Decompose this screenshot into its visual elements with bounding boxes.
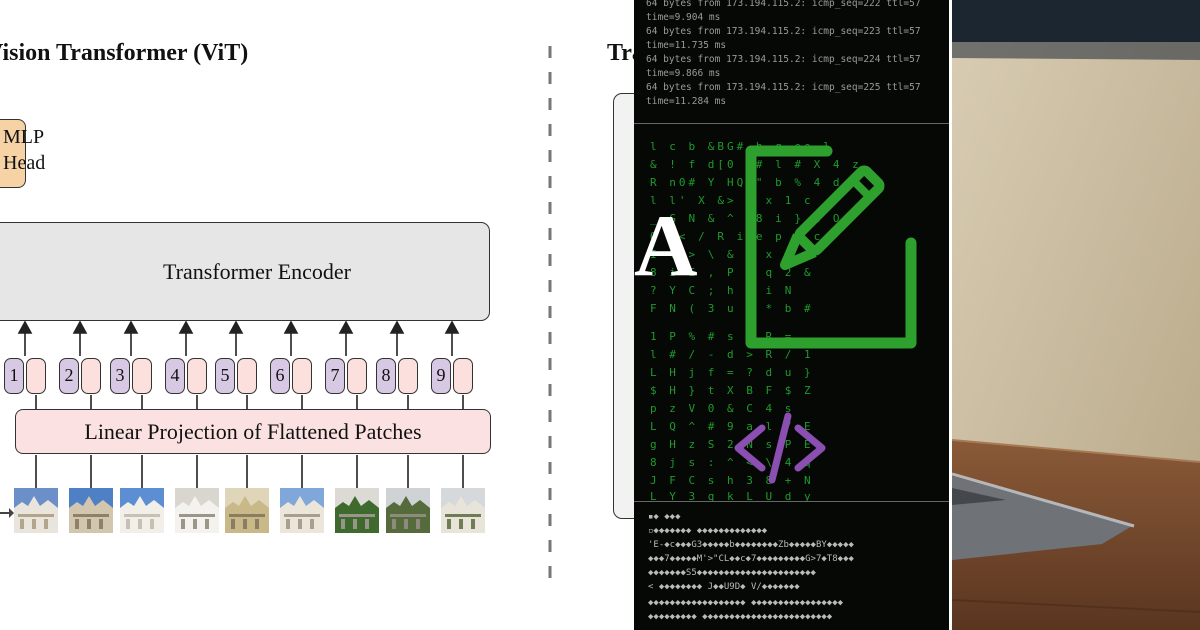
position-embedding-5: 5 [215,358,235,394]
code-brackets-icon [734,412,826,484]
position-embedding-3: 3 [110,358,130,394]
image-patch-5 [225,488,269,533]
arrow-head [444,320,460,334]
patch-embedding-1 [26,358,46,394]
right-diagram-title: Transformer Encoder [607,40,634,66]
position-embedding-7: 7 [325,358,345,394]
image-patch-6 [280,488,324,533]
terminal-line: time=11.284 ms [646,96,727,107]
position-embedding-1: 1 [4,358,24,394]
terminal-line: 64 bytes from 173.194.115.2: icmp_seq=22… [646,0,921,9]
transformer-encoder-label: Transformer Encoder [163,258,351,284]
image-patch-4 [175,488,219,533]
mlp-head-label: MLP Head [3,126,46,174]
image-patch-1 [14,488,58,533]
image-patch-3 [120,488,164,533]
terminal-line: 64 bytes from 173.194.115.2: icmp_seq=22… [646,54,921,65]
terminal-line: time=9.866 ms [646,68,721,79]
arrow-head [228,320,244,334]
terminal-line: time=9.904 ms [646,12,721,23]
transformer-encoder-box: Transformer Encoder [0,222,490,321]
arrow-head [72,320,88,334]
terminal-line: time=11.735 ms [646,40,727,51]
patch-embedding-9 [453,358,473,394]
linear-projection-label: Linear Projection of Flattened Patches [84,418,422,444]
terminal-line: 64 bytes from 173.194.115.2: icmp_seq=22… [646,82,921,93]
vit-diagram-panel: Vision Transformer (ViT) MLP Head Transf… [0,40,634,592]
divider-line [634,123,949,124]
arrow-head [178,320,194,334]
terminal-line: 64 bytes from 173.194.115.2: icmp_seq=22… [646,26,921,37]
arrow-head [389,320,405,334]
position-embedding-2: 2 [59,358,79,394]
mlp-head-box: MLP Head [0,119,45,188]
image-patch-9 [441,488,485,533]
edit-document-icon [745,145,917,349]
patch-embedding-2 [81,358,101,394]
laptop-photo-illustration [952,0,1200,630]
image-patch-7 [335,488,379,533]
vit-title: Vision Transformer (ViT) [0,40,249,66]
position-embedding-4: 4 [165,358,185,394]
image-patch-8 [386,488,430,533]
arrow-head [17,320,33,334]
position-embedding-9: 9 [431,358,451,394]
position-embedding-8: 8 [376,358,396,394]
arrow-head [338,320,354,334]
linear-projection-box: Linear Projection of Flattened Patches [15,409,491,454]
patch-embedding-3 [132,358,152,394]
big-letter: A [634,198,698,295]
patch-embedding-6 [292,358,312,394]
position-embedding-6: 6 [270,358,290,394]
right-diagram-box [613,93,634,519]
patch-embedding-5 [237,358,257,394]
patch-embedding-4 [187,358,207,394]
code-overlay-panel: 64 bytes from 173.194.115.2: icmp_seq=22… [634,0,949,630]
arrow-head [123,320,139,334]
arrow-head [283,320,299,334]
patch-embedding-7 [347,358,367,394]
divider-line [634,501,949,502]
patch-embedding-8 [398,358,418,394]
vit-connectors [0,46,552,592]
panel-divider [949,0,952,630]
image-patch-2 [69,488,113,533]
laptop-photo [952,0,1200,630]
